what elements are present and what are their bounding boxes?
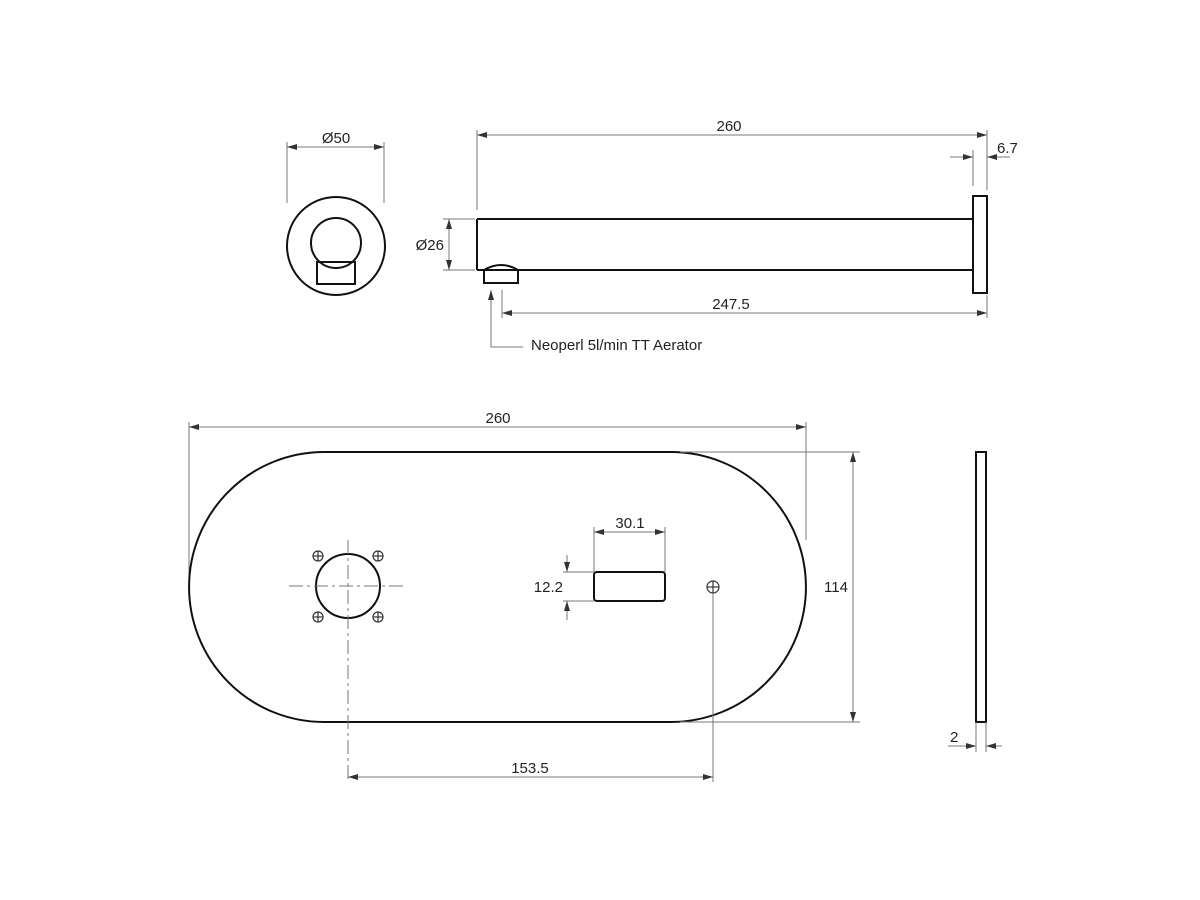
hole-spacing-label: 153.5: [511, 760, 549, 777]
screw-icon: [312, 550, 324, 562]
plate-edge: [975, 451, 987, 723]
front-view: Ø50: [286, 130, 386, 296]
sensor-height-label: 12.2: [534, 579, 563, 596]
sensor-width-label: 30.1: [615, 515, 644, 532]
sensor-window: [593, 571, 666, 602]
plate-width-label: 260: [485, 410, 510, 427]
aerator-block: [316, 261, 356, 285]
aerator-leader-line: [488, 290, 523, 348]
thickness-6-7-label: 6.7: [997, 140, 1018, 157]
wall-flange: [972, 195, 988, 294]
thickness-2-label: 2: [950, 729, 958, 746]
plate-outline: [188, 451, 807, 723]
screw-icon: [372, 611, 384, 623]
diameter-26-label: Ø26: [416, 237, 444, 254]
screw-icon: [372, 550, 384, 562]
screw-icon: [312, 611, 324, 623]
length-260-label: 260: [716, 118, 741, 135]
plate-height-label: 114: [824, 579, 848, 596]
side-view: 260 6.7 Ø26 247.5 Neoperl 5l/min TT Aera…: [416, 118, 1018, 354]
diameter-50-label: Ø50: [322, 130, 350, 147]
screw-icon: [706, 580, 720, 594]
plate-view: 260 114 30.1 12.2 153.5: [188, 410, 860, 782]
plate-side-view: 2: [948, 451, 1002, 752]
spout-circle: [310, 217, 362, 269]
aerator-note: Neoperl 5l/min TT Aerator: [531, 337, 702, 354]
flange-circle: [286, 196, 386, 296]
length-247-5-label: 247.5: [712, 296, 750, 313]
aerator: [483, 264, 519, 284]
